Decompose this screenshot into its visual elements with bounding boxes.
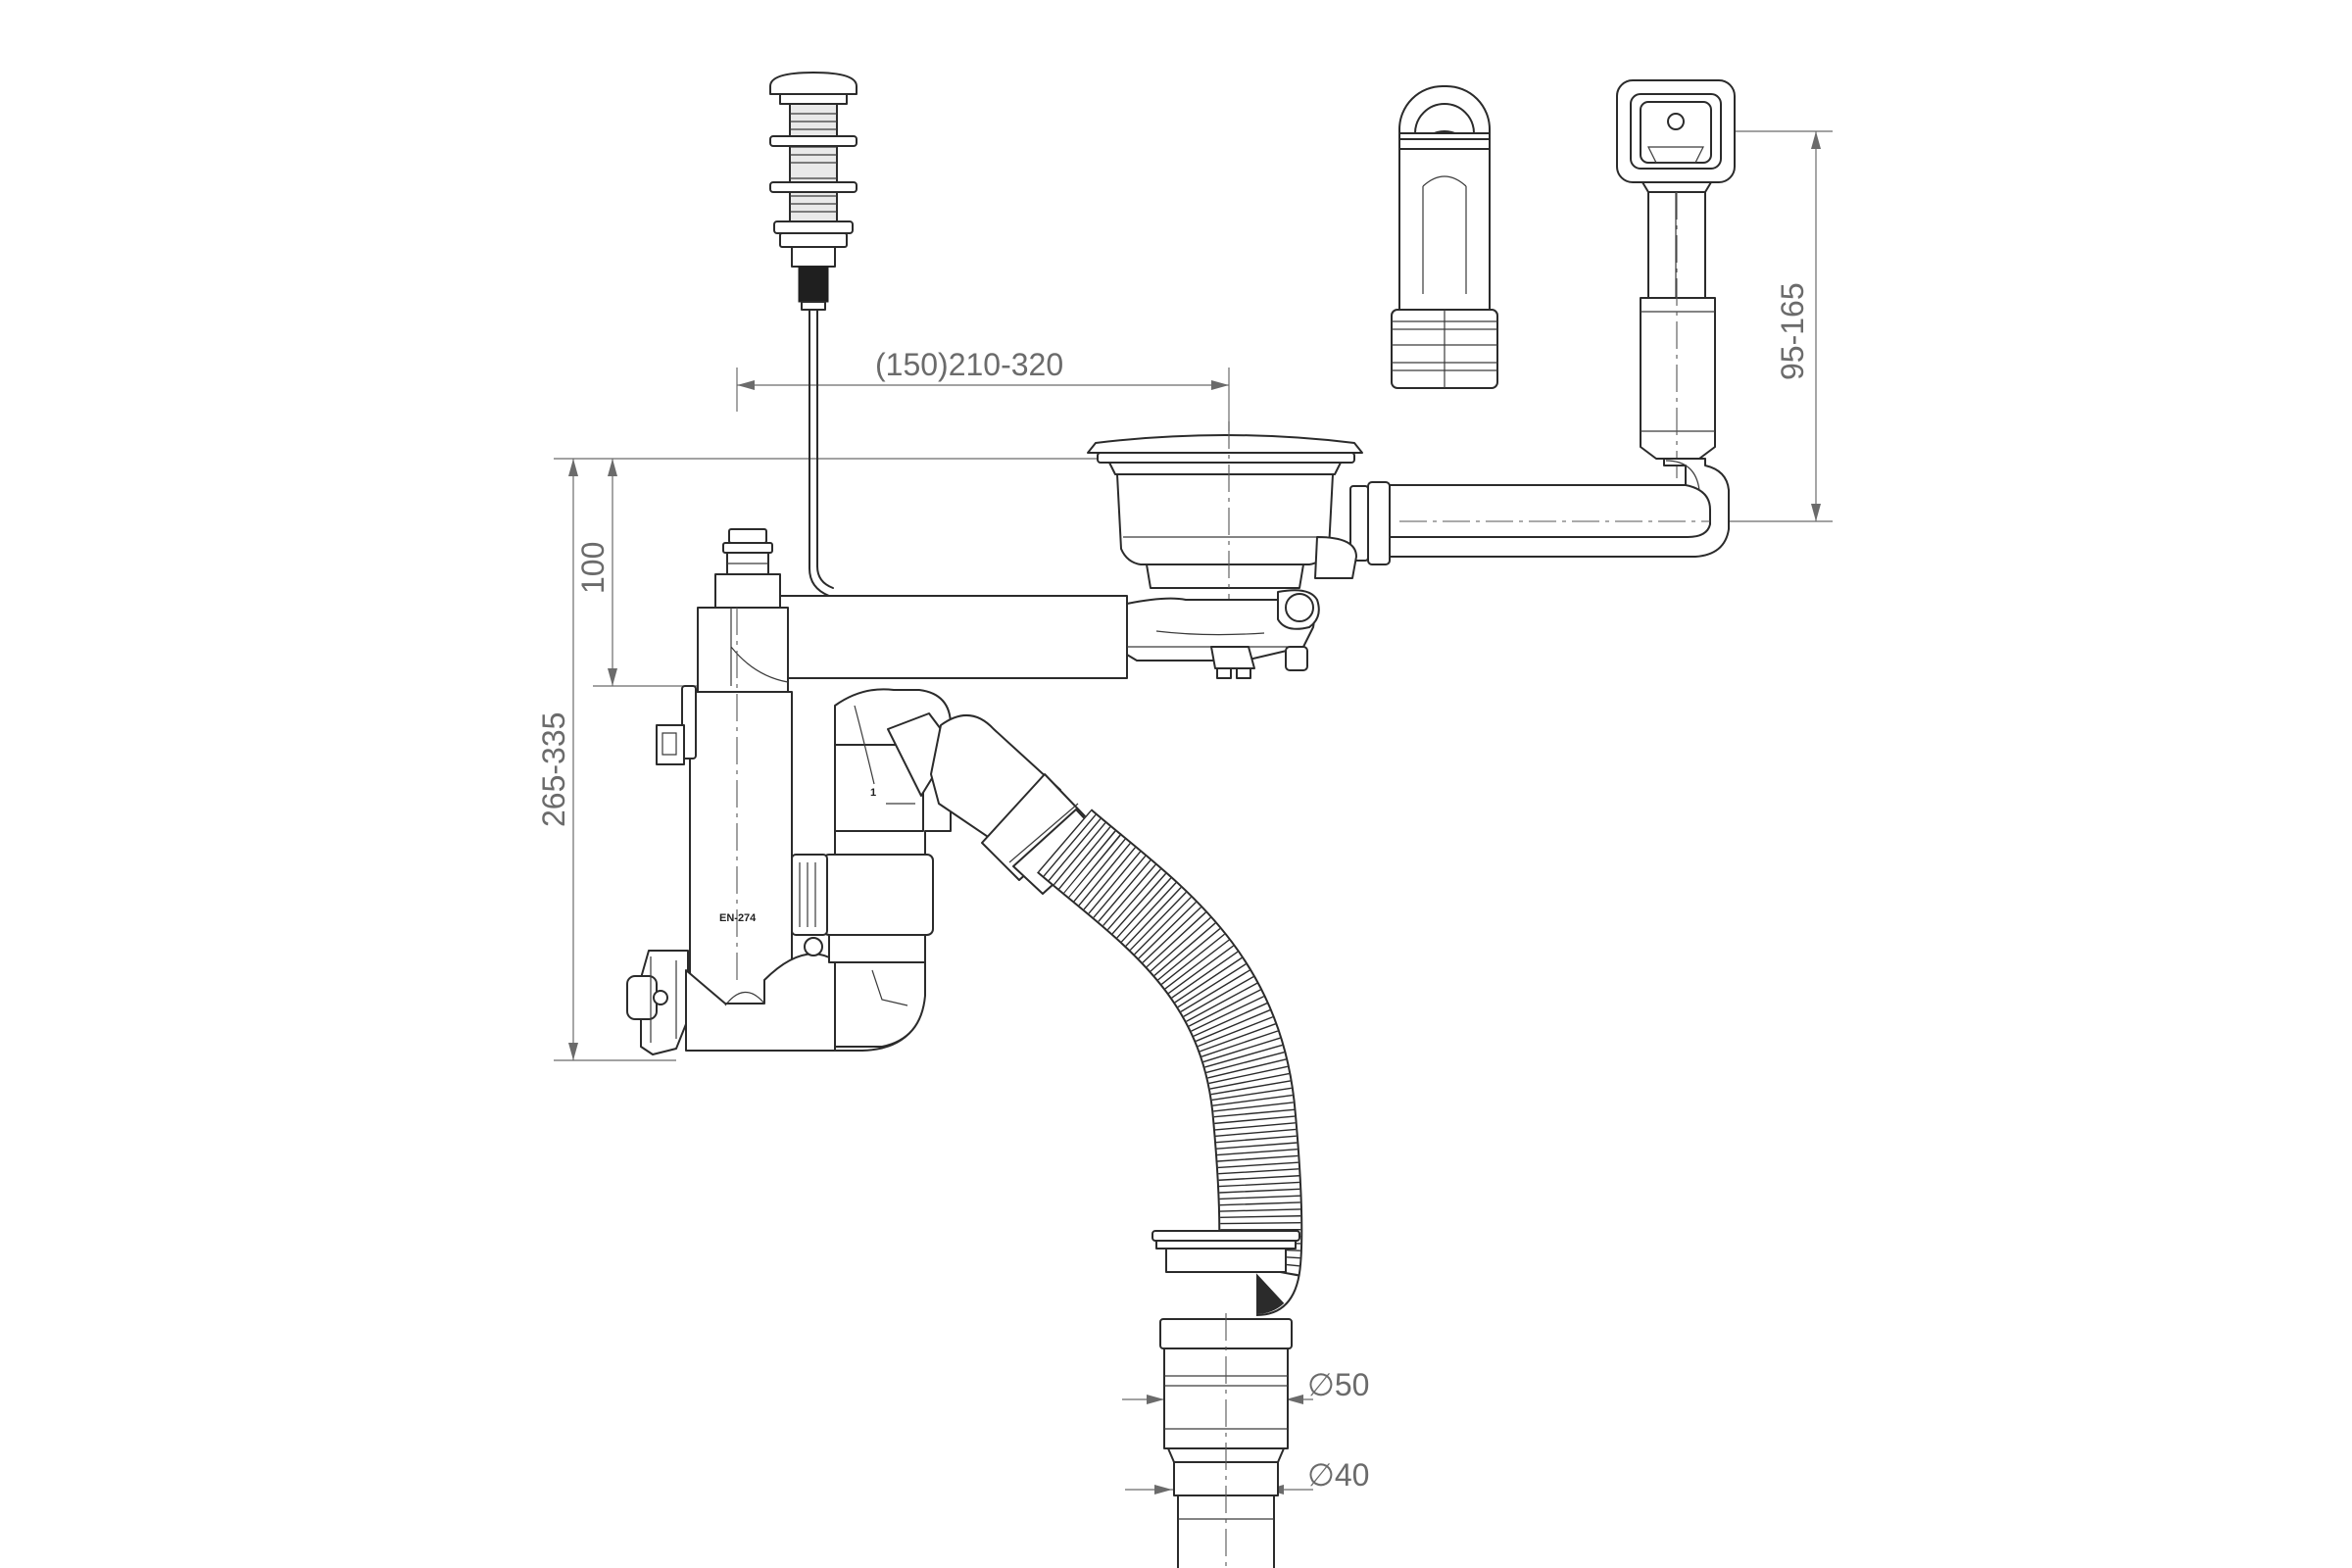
tee-body: EN-274 (626, 528, 836, 1055)
dim-height-total-label: 265-335 (536, 712, 571, 827)
hose-connector (887, 712, 1104, 895)
standard-label: EN-274 (719, 912, 757, 924)
control-cable (808, 309, 830, 597)
dim-height-short-label: 100 (575, 542, 611, 594)
part-number-label: 1 (870, 787, 876, 799)
dim-width-label: (150)210-320 (875, 347, 1063, 382)
corrugated-hose (1037, 808, 1303, 1316)
sink-strainer (1087, 421, 1363, 647)
overflow-outlet (1616, 79, 1736, 529)
dim-overflow-height-label: 95-165 (1775, 282, 1810, 380)
dim-diameter-40-label: ∅40 (1307, 1457, 1369, 1493)
overflow-cover (1391, 85, 1498, 389)
dimension-lines (554, 130, 1833, 1494)
overflow-pipe (1349, 458, 1730, 565)
horizontal-pipe (730, 589, 1320, 679)
bottle-trap: 1 (791, 688, 952, 1052)
outlet-adapter (1159, 1248, 1293, 1568)
push-button-assembly (769, 72, 858, 311)
dim-diameter-50-label: ∅50 (1307, 1367, 1369, 1402)
